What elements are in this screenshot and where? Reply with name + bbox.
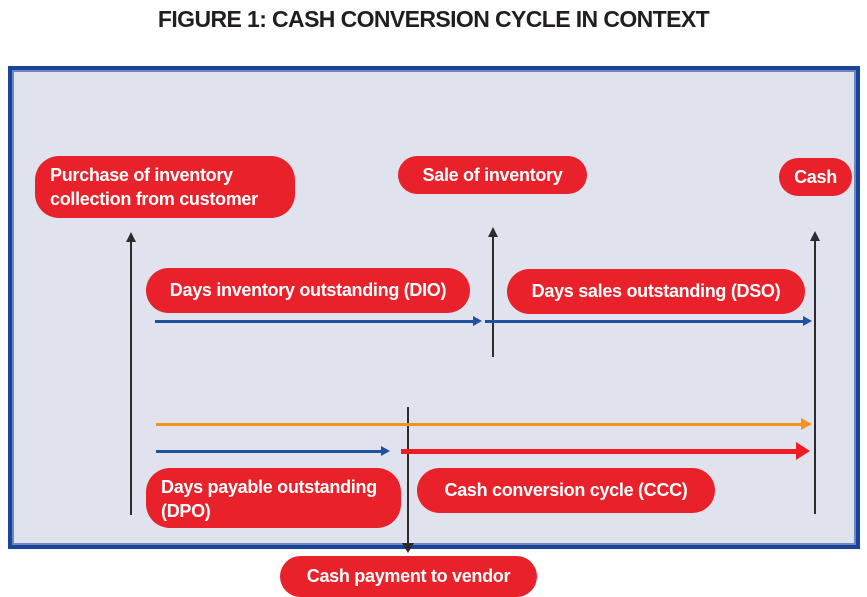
pill-days-sales-outstanding: Days sales outstanding (DSO)	[507, 269, 805, 314]
cash-event-line	[810, 231, 820, 514]
dpo-timeline-arrow	[156, 446, 390, 456]
arrow-right-icon	[381, 446, 390, 456]
pill-sale-of-inventory: Sale of inventory	[398, 156, 587, 194]
vendor-payment-line	[402, 407, 414, 553]
dso-timeline-arrow	[485, 316, 812, 326]
arrow-up-icon	[126, 232, 136, 242]
pill-days-payable-outstanding: Days payable outstanding (DPO)	[146, 468, 401, 528]
diagram-box: Purchase of inventory collection from cu…	[8, 66, 860, 597]
arrow-right-icon	[801, 418, 812, 430]
arrow-down-icon	[402, 543, 414, 553]
pill-cash-payment-to-vendor: Cash payment to vendor	[280, 556, 537, 597]
pill-purchase-of-inventory: Purchase of inventory collection from cu…	[35, 156, 295, 218]
purchase-event-line	[126, 232, 136, 515]
pill-days-inventory-outstanding: Days inventory outstanding (DIO)	[146, 268, 470, 313]
arrow-up-icon	[810, 231, 820, 241]
arrow-right-icon	[796, 442, 810, 460]
arrow-up-icon	[488, 227, 498, 237]
operating-cycle-arrow	[156, 418, 812, 430]
ccc-timeline-arrow	[401, 442, 810, 460]
arrow-right-icon	[803, 316, 812, 326]
pill-cash: Cash	[779, 158, 852, 196]
sale-event-line	[488, 227, 498, 357]
figure-title: FIGURE 1: CASH CONVERSION CYCLE IN CONTE…	[157, 6, 710, 32]
arrow-right-icon	[473, 316, 482, 326]
dio-timeline-arrow	[155, 316, 482, 326]
pill-cash-conversion-cycle: Cash conversion cycle (CCC)	[417, 468, 715, 513]
